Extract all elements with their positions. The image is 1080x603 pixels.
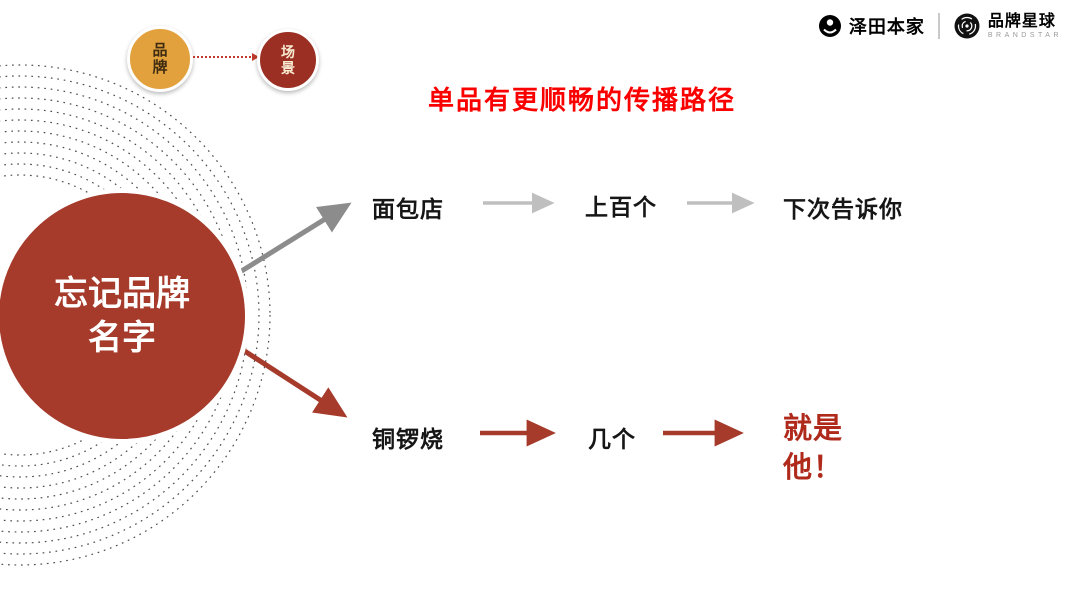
badge-arrowhead-icon [252,53,259,61]
brandstar-logo-subtitle: BRANDSTAR [987,31,1062,39]
step-result-label: 就是 他！ [783,413,844,485]
brandstar-logo-icon [954,13,980,39]
logo-divider [937,13,940,39]
step-dorayaki-label: 铜锣烧 [372,426,444,452]
step-bakery-label: 面包店 [372,196,444,222]
badge-dotted-arrow [193,53,259,61]
arrow-to-dorayaki [241,347,348,418]
logo-brandstar: 品牌星球 BRANDSTAR [953,12,1062,40]
slide-title: 单品有更顺畅的传播路径 [428,85,737,115]
forget-brand-circle: 忘记品牌 名字 [0,188,250,444]
zetian-logo-icon [818,15,841,37]
zetian-logo-label: 泽田本家 [848,17,925,37]
step-hundreds-label: 上百个 [585,194,657,220]
logo-zetian: 泽田本家 [818,13,925,39]
badge-brand-circle: 品牌 [127,26,193,92]
badge-brand-label: 品牌 [152,41,168,76]
logo-bar: 泽田本家 品牌星球 BRANDSTAR [818,12,1062,40]
step-tell-you-next-time-label: 下次告诉你 [783,196,903,222]
arrow-to-bakery [238,202,352,275]
badge-scene-label: 场景 [280,43,295,76]
brandstar-logo-text: 品牌星球 BRANDSTAR [987,12,1062,39]
brandstar-logo-label: 品牌星球 [987,12,1056,30]
badge-scene-circle: 场景 [257,29,319,91]
step-few-label: 几个 [588,426,636,452]
forget-brand-label: 忘记品牌 名字 [54,274,190,357]
